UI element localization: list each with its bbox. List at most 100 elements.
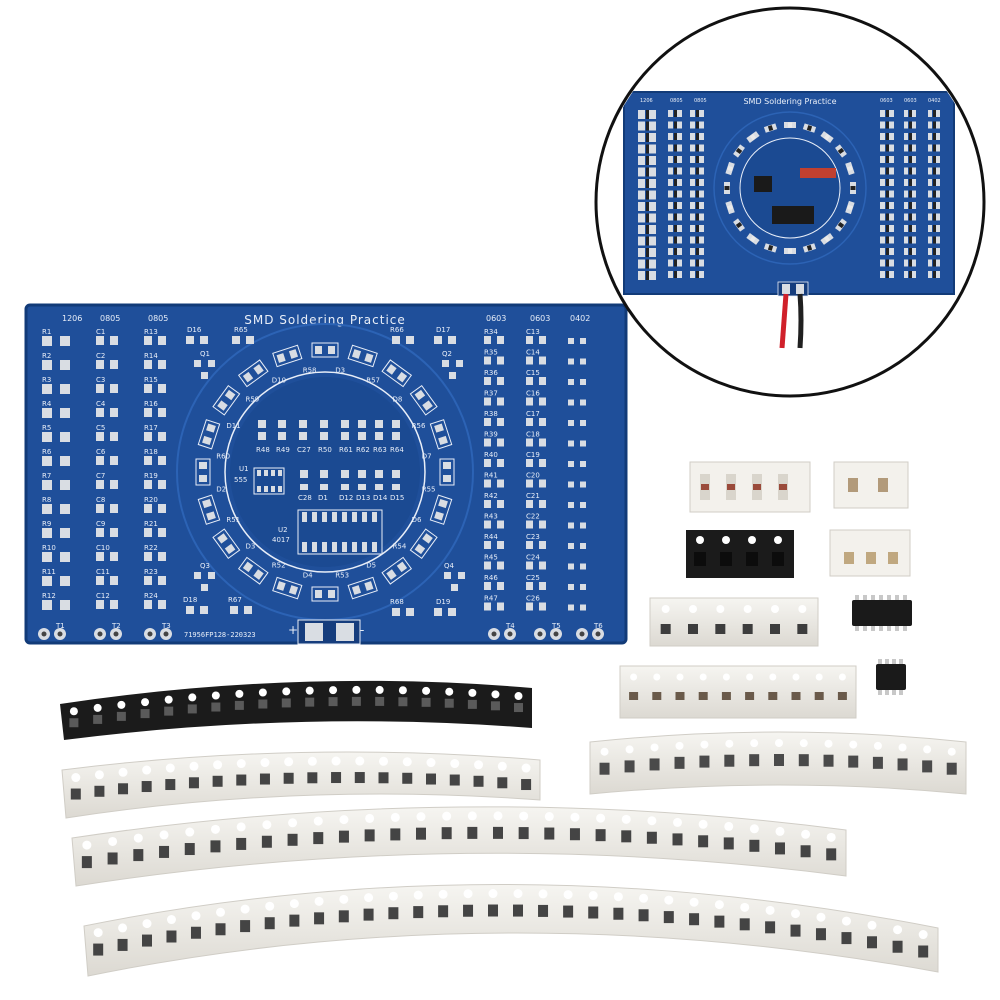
inset-pad (638, 167, 645, 177)
col3-pad (158, 504, 166, 513)
terminal-hole-center (113, 631, 119, 637)
misc-pad (246, 336, 254, 344)
col3-label: R16 (144, 400, 158, 408)
inset-part (886, 248, 889, 255)
inset-part (909, 202, 912, 209)
center-pad (392, 470, 400, 478)
transistor-pad (442, 360, 449, 367)
ring-label: R52 (272, 562, 286, 570)
center-pad (299, 432, 307, 440)
u2-label: U2 (278, 526, 288, 534)
col6-pad (568, 584, 574, 590)
inset-pad (668, 133, 673, 140)
col2-pad (96, 432, 104, 441)
inset-pad (668, 236, 673, 244)
tape-hole (653, 673, 661, 681)
ring-pad (422, 400, 433, 411)
tape-hole (661, 605, 670, 613)
inset-pad (880, 202, 885, 209)
red-wire (779, 293, 789, 349)
u1-pin-pad (264, 486, 268, 492)
tape-hole (699, 673, 707, 681)
tape-hole (398, 686, 407, 695)
inset-pad (928, 190, 932, 198)
terminal-hole-center (57, 631, 63, 637)
inset-pad (649, 225, 656, 234)
inset-ring-led (806, 244, 813, 251)
inset-pad (649, 110, 656, 119)
tape-component (421, 697, 431, 707)
inset-pad (668, 121, 673, 129)
tape-hole (235, 689, 244, 698)
transistor-body (772, 552, 784, 566)
tape-component (867, 936, 878, 949)
inset-pad (690, 248, 695, 255)
inset-ring-led (727, 165, 734, 172)
misc-pad (244, 606, 252, 614)
tape-component (815, 928, 826, 941)
inset-part (696, 248, 699, 255)
tape-hole (893, 925, 903, 935)
footprint-outline (311, 586, 339, 602)
inset-pad (904, 271, 908, 278)
tape-hole (519, 811, 529, 821)
tape-hole (716, 605, 725, 613)
ring-pad (288, 349, 299, 359)
footprint-outline (381, 556, 413, 585)
inset-pad (649, 271, 656, 280)
misc-pad (186, 606, 194, 614)
col4-pad (484, 336, 491, 344)
col6-pad (568, 522, 574, 529)
tape-hole (339, 815, 349, 825)
tape-hole (117, 700, 126, 709)
inset-part (646, 271, 649, 280)
footprint-outline (272, 344, 303, 368)
col4-pad (484, 438, 491, 447)
tape-hole (491, 690, 500, 699)
terminal-label: T2 (111, 622, 121, 630)
tape-hole (873, 741, 882, 750)
d12-label: D12 (339, 494, 353, 502)
col6-pad (580, 604, 586, 611)
inset-part (674, 133, 677, 140)
ring-footprint (237, 556, 269, 585)
tape-hole (467, 811, 477, 821)
u2-pin-pad (322, 542, 327, 552)
inset-part (646, 144, 649, 154)
center-pad (392, 484, 400, 490)
center-pad (341, 432, 349, 440)
inset-pad (677, 156, 682, 163)
tape-hole (426, 758, 436, 768)
tape-hole (164, 695, 173, 704)
col3-pad (144, 432, 152, 441)
inset-pad (889, 110, 894, 117)
col4-pad (484, 582, 491, 590)
tape-component (629, 692, 639, 700)
tape-component (116, 711, 126, 721)
tape-component (765, 921, 776, 934)
tape-hole (538, 889, 548, 899)
inset-part (674, 213, 677, 221)
tape-hole (563, 890, 573, 900)
inset-pad (904, 110, 908, 117)
col2-pad (96, 480, 104, 489)
tape-hole (355, 756, 365, 766)
c27-label: C27 (297, 446, 311, 454)
col6-pad (580, 461, 586, 467)
tape-component (117, 938, 128, 951)
col1-pad (60, 552, 70, 562)
tape-hole (71, 773, 81, 783)
col1-pad (42, 528, 52, 538)
inset-part (933, 225, 936, 232)
col2-pad (110, 600, 118, 609)
terminal-label: T5 (551, 622, 561, 630)
col6-pad (568, 563, 574, 570)
tape-component (69, 718, 79, 728)
u2-pin-pad (352, 542, 357, 552)
col4-pad (497, 397, 504, 406)
inset-pad (904, 190, 908, 198)
ring-pad (288, 585, 299, 595)
col4-pad (497, 459, 504, 467)
inset-pad (668, 225, 673, 232)
center-pad (375, 484, 383, 490)
